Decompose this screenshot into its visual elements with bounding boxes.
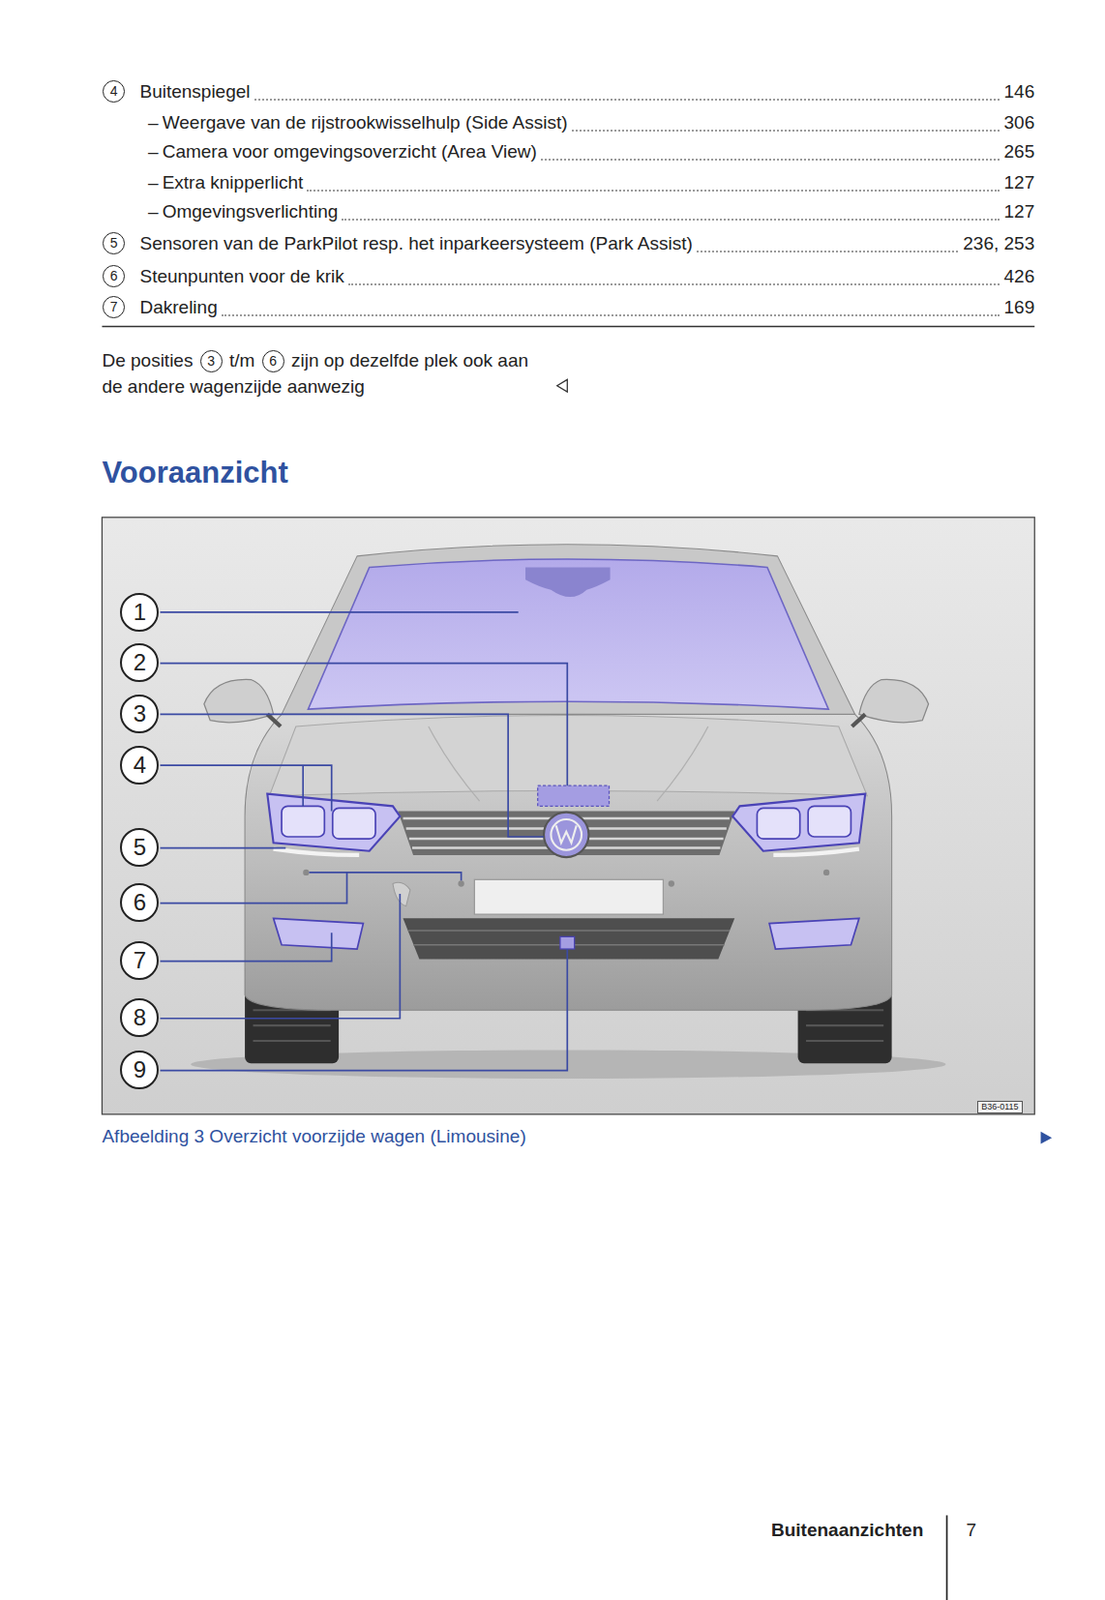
dot-leader	[254, 98, 1000, 101]
dot-leader	[221, 314, 1000, 317]
page-number: 169	[1004, 295, 1036, 321]
list-entry: Extra knipperlicht	[162, 170, 304, 196]
callout-number: 2	[133, 649, 147, 677]
page-number: 7	[966, 1520, 978, 1542]
callout-number: 4	[133, 751, 147, 779]
callout-number: 6	[133, 889, 147, 917]
note: De posities 3 t/m 6 zijn op dezelfde ple…	[101, 347, 538, 400]
callout-number: 7	[133, 947, 147, 975]
list-row: 5 Sensoren van de ParkPilot resp. het inp…	[0, 231, 1105, 257]
callout-circle: 2	[119, 643, 159, 683]
list-row: –Omgevingsverlichting 127	[0, 199, 1105, 225]
list-row: –Extra knipperlicht 127	[0, 170, 1105, 196]
callout-number: 8	[133, 1004, 147, 1032]
callout-circle: 8	[119, 998, 159, 1038]
callout-circle: 6	[119, 883, 159, 923]
dot-leader	[306, 189, 999, 192]
dot-leader	[696, 250, 959, 253]
running-footer: Buitenaanzichten	[771, 1520, 924, 1542]
callout-number: 7	[102, 296, 125, 319]
callout-circle: 4	[119, 746, 159, 785]
callout-number: 6	[102, 265, 125, 288]
page-number: 306	[1004, 110, 1036, 136]
list-row: 4 Buitenspiegel 146	[0, 79, 1105, 105]
dot-leader	[348, 283, 1000, 286]
list-row: 6 Steunpunten voor de krik 426	[0, 264, 1105, 290]
callout-circle: 5	[119, 828, 159, 867]
list-dash: –	[148, 110, 159, 136]
list-entry: Omgevingsverlichting	[162, 199, 339, 225]
page-number: 127	[1004, 199, 1036, 225]
list-entry: Camera voor omgevingsoverzicht (Area Vie…	[162, 139, 538, 165]
footer-divider	[946, 1515, 949, 1600]
note-text: De posities	[101, 350, 193, 371]
list-dash: –	[148, 139, 159, 165]
page-number: 146	[1004, 79, 1036, 105]
note-text: t/m	[229, 350, 255, 371]
list-entry: Sensoren van de ParkPilot resp. het inpa…	[139, 231, 692, 257]
page-number: 426	[1004, 264, 1036, 290]
rule	[101, 326, 1035, 328]
section-title: Vooraanzicht	[101, 455, 288, 491]
callout-number: 4	[102, 80, 125, 103]
callout-circle: 3	[119, 694, 159, 734]
list-entry: Steunpunten voor de krik	[139, 264, 344, 290]
list-entry: Weergave van de rijstrookwisselhulp (Sid…	[162, 110, 568, 136]
callout-number: 5	[102, 232, 125, 255]
callout-number: 3	[133, 700, 147, 728]
callout-number: 1	[133, 598, 147, 627]
continue-mark	[1041, 1132, 1053, 1145]
dot-leader	[341, 218, 999, 221]
dot-leader	[540, 158, 1000, 161]
figure-code: B36-0115	[977, 1101, 1022, 1114]
leader-lines	[160, 612, 568, 1072]
list-entry: Dakreling	[139, 295, 217, 321]
figure-frame	[101, 517, 1035, 1115]
list-entry: Buitenspiegel	[139, 79, 250, 105]
list-dash: –	[148, 199, 159, 225]
list-row: –Weergave van de rijstrookwisselhulp (Si…	[0, 110, 1105, 136]
callout-number: 9	[133, 1056, 147, 1084]
callout-circle: 7	[119, 941, 159, 981]
callout-number: 6	[262, 350, 285, 373]
list-row: –Camera voor omgevingsoverzicht (Area Vi…	[0, 139, 1105, 165]
list-row: 7 Dakreling 169	[0, 295, 1105, 321]
list-dash: –	[148, 170, 159, 196]
dot-leader	[571, 129, 1000, 132]
car	[190, 544, 946, 1079]
page-number: 265	[1004, 139, 1036, 165]
callout-number: 3	[200, 350, 223, 373]
end-mark	[557, 379, 568, 392]
page-number: 236, 253	[962, 231, 1035, 257]
callout-number: 5	[133, 834, 147, 862]
page-number: 127	[1004, 170, 1036, 196]
callout-circle: 1	[119, 593, 159, 632]
callout-circle: 9	[119, 1050, 159, 1090]
figure-caption: Afbeelding 3 Overzicht voorzijde wagen (…	[101, 1126, 526, 1148]
